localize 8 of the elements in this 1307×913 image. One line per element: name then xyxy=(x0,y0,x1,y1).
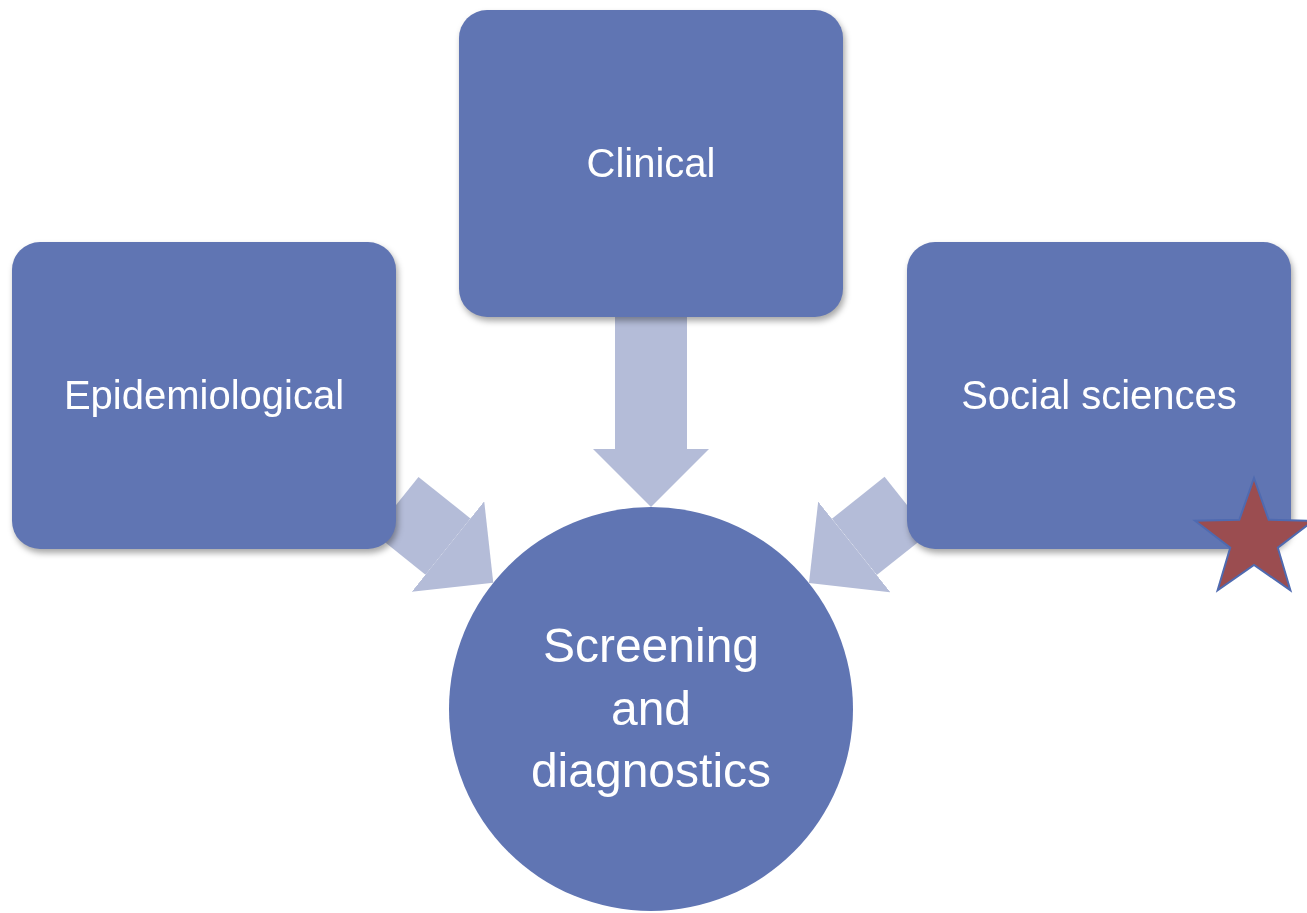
block-arrow xyxy=(593,317,709,507)
node-label: Clinical xyxy=(586,141,716,186)
node-label: Social sciences xyxy=(961,373,1237,418)
node-label: Screening and diagnostics xyxy=(529,618,773,800)
category-box xyxy=(459,10,843,317)
category-box xyxy=(907,242,1291,549)
category-box xyxy=(12,242,396,549)
node-label: Epidemiological xyxy=(63,373,345,418)
